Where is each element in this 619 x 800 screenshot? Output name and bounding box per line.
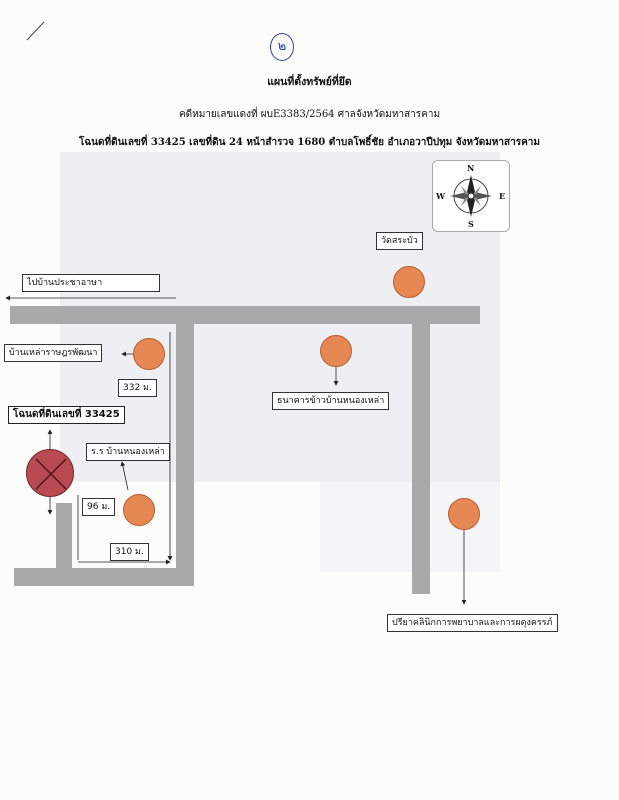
compass-west: W [436, 191, 445, 201]
label-distance-310: 310 ม. [110, 543, 149, 561]
compass-star-icon [450, 175, 492, 217]
road-vertical-left [176, 306, 194, 586]
label-ban-lao: บ้านเหล่าราษฎรพัฒนา [4, 344, 103, 362]
compass-east: E [499, 191, 506, 201]
label-wat: วัดสระบัว [376, 232, 423, 250]
compass-rose: N S E W [432, 160, 510, 232]
road-main-horizontal [10, 306, 480, 324]
landmark-ban-lao [133, 338, 165, 370]
landmark-bank [320, 335, 352, 367]
label-school: ร.ร บ้านหนองเหล่า [86, 443, 170, 461]
road-vertical-right [412, 306, 430, 594]
label-clinic: ปรียาคลินิกการพยาบาลและการผดุงครรภ์ [387, 614, 558, 632]
label-distance-332: 332 ม. [118, 379, 157, 397]
label-distance-96: 96 ม. [82, 498, 116, 516]
label-bank: ธนาคารข้าวบ้านหนองเหล่า [272, 392, 390, 410]
label-deed: โฉนดที่ดินเลขที่ 33425 [8, 406, 125, 424]
road-spur [56, 503, 72, 578]
page-title: แผนที่ตั้งทรัพย์ที่ยึด [267, 76, 352, 88]
landmark-wat [393, 266, 425, 298]
compass-south: S [468, 219, 474, 229]
page-number: ๒ [270, 33, 294, 61]
compass-north: N [467, 163, 475, 173]
landmark-clinic [448, 498, 480, 530]
deed-details: โฉนดที่ดินเลขที่ 33425 เลขที่ดิน 24 หน้า… [79, 137, 540, 148]
deed-plot [26, 449, 74, 497]
cross-mark-icon [35, 458, 67, 490]
label-to-village: ไปบ้านประชาอาษา [22, 274, 160, 292]
case-number: คดีหมายเลขแดงที่ ผบE3383/2564 ศาลจังหวัด… [178, 109, 441, 120]
landmark-school [123, 494, 155, 526]
